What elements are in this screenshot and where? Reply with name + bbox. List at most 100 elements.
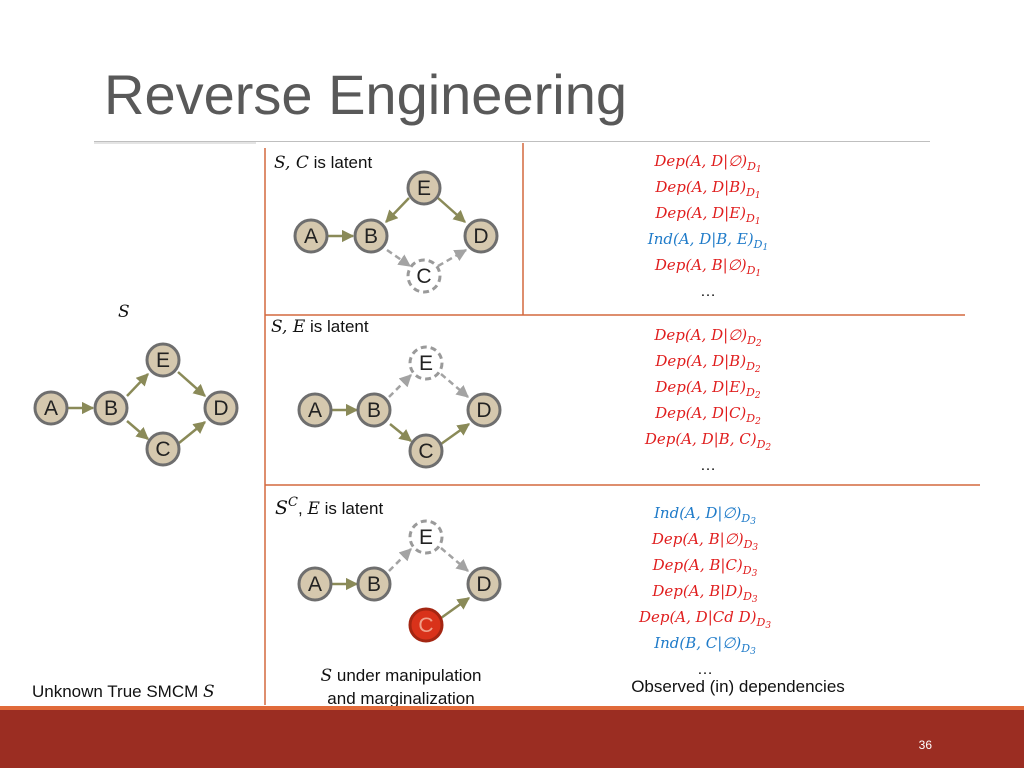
node-e-label: E <box>156 349 170 372</box>
graph-2-label: S, E is latent <box>271 317 369 337</box>
node-a <box>293 218 329 254</box>
independency-statement: Ind(B, C|∅)D3 <box>653 634 756 657</box>
middle-caption: S under manipulation and marginalization <box>321 666 482 708</box>
dependency-statement: Dep(A, D|E)D2 <box>654 378 760 401</box>
node-d <box>463 218 499 254</box>
node-b <box>356 392 392 428</box>
dependency-statement: Dep(A, D|B)D1 <box>654 178 760 201</box>
graph-1-label: S, C is latent <box>274 153 372 173</box>
footer-accent-stripe <box>0 706 1024 710</box>
edge-e-b <box>385 197 410 223</box>
middle-caption-symbol: S <box>321 666 333 686</box>
node-b-label: B <box>104 397 118 420</box>
edge-b-e-latent <box>388 374 412 398</box>
dependency-statement: Dep(A, B|D)D3 <box>651 582 758 605</box>
title-divider <box>94 141 930 142</box>
middle-caption-line-2: and marginalization <box>327 689 474 708</box>
node-d <box>466 566 502 602</box>
node-b-label: B <box>364 225 378 248</box>
dependency-statement: Dep(A, D|∅)D1 <box>653 152 761 175</box>
graph-3-label-text: is latent <box>320 499 384 518</box>
graph-3-label-separator: , <box>298 499 307 518</box>
true-graph-caption-symbol: S <box>203 682 215 702</box>
dependency-statement: Dep(A, D|B, C)D2 <box>644 430 772 453</box>
node-a <box>297 392 333 428</box>
node-d <box>203 390 239 426</box>
slide-title: Reverse Engineering <box>104 63 627 126</box>
node-e-latent <box>408 519 444 555</box>
edge-b-e <box>126 373 149 397</box>
graph-1-label-text: is latent <box>309 153 373 172</box>
node-b <box>93 390 129 426</box>
middle-caption-line-1-text: under manipulation <box>332 666 481 685</box>
dependency-ellipsis: … <box>697 661 713 678</box>
edge-c-d-latent <box>437 248 468 268</box>
edge-e-d-latent <box>440 373 469 398</box>
edge-b-c-latent <box>386 248 412 268</box>
panel-dividers <box>94 142 980 705</box>
node-a-label: A <box>304 225 318 248</box>
node-e-latent <box>408 345 444 381</box>
node-c <box>145 431 181 467</box>
edge-c-d <box>440 596 471 620</box>
graph-1-label-symbols: S, C <box>274 153 309 173</box>
graph-3-label-superscript: C <box>288 495 298 510</box>
node-e-label: E <box>419 526 433 549</box>
true-graph-caption-text: Unknown True SMCM <box>32 682 198 701</box>
node-b-label: B <box>367 399 381 422</box>
dependency-ellipsis: … <box>700 457 716 474</box>
node-c <box>408 433 444 469</box>
node-c-label: C <box>418 614 433 637</box>
node-c-label: C <box>155 438 170 461</box>
footer-bar <box>0 710 1024 768</box>
graph-3: SC, E is latent A B E C D <box>275 495 502 643</box>
node-a <box>33 390 69 426</box>
graph-3-label-symbol: S <box>275 497 288 519</box>
edge-e-d-latent <box>440 547 469 572</box>
dependency-statement: Dep(A, D|∅)D2 <box>653 326 762 349</box>
middle-caption-line-1: S under manipulation <box>321 666 482 686</box>
true-graph: S A B E C D Unknown True SMCM S <box>32 302 239 702</box>
graph-3-label-latent: E <box>306 499 320 519</box>
node-b <box>356 566 392 602</box>
node-b <box>353 218 389 254</box>
node-e-label: E <box>419 352 433 375</box>
dependency-ellipsis: … <box>700 283 716 300</box>
dependency-statement: Dep(A, B|C)D3 <box>652 556 758 579</box>
node-a <box>297 566 333 602</box>
edge-e-d <box>177 371 206 397</box>
node-d <box>466 392 502 428</box>
node-a-label: A <box>308 399 322 422</box>
node-e <box>406 170 442 206</box>
node-c-intervened <box>408 607 444 643</box>
node-c-label: C <box>418 440 433 463</box>
node-c-label: C <box>416 265 431 288</box>
dependency-statement: Dep(A, D|C)D2 <box>654 404 761 427</box>
edge-c-d <box>178 421 206 444</box>
page-number: 36 <box>918 738 932 752</box>
node-d-label: D <box>473 225 488 248</box>
edge-c-d <box>440 422 471 446</box>
dependency-statement: Dep(A, D|E)D1 <box>654 204 760 227</box>
node-a-label: A <box>308 573 322 596</box>
node-e-label: E <box>417 177 431 200</box>
graph-2: S, E is latent A B E C D <box>271 317 502 469</box>
node-a-label: A <box>44 397 58 420</box>
edge-e-d <box>437 197 466 223</box>
node-d-label: D <box>213 397 228 420</box>
observed-dependencies-caption: Observed (in) dependencies <box>631 677 845 696</box>
edge-b-e-latent <box>388 548 412 572</box>
node-e <box>145 342 181 378</box>
node-d-label: D <box>476 573 491 596</box>
dependency-statement: Dep(A, B|∅)D1 <box>654 256 761 279</box>
graph-1: S, C is latent A B E C D <box>274 153 499 294</box>
edge-b-c <box>126 420 149 440</box>
graph-3-label: SC, E is latent <box>275 495 383 519</box>
dependency-statement: Dep(A, B|∅)D3 <box>651 530 759 553</box>
graph-2-label-symbols: S, E <box>271 317 306 337</box>
dependency-statement: Dep(A, D|B)D2 <box>654 352 761 375</box>
node-d-label: D <box>476 399 491 422</box>
